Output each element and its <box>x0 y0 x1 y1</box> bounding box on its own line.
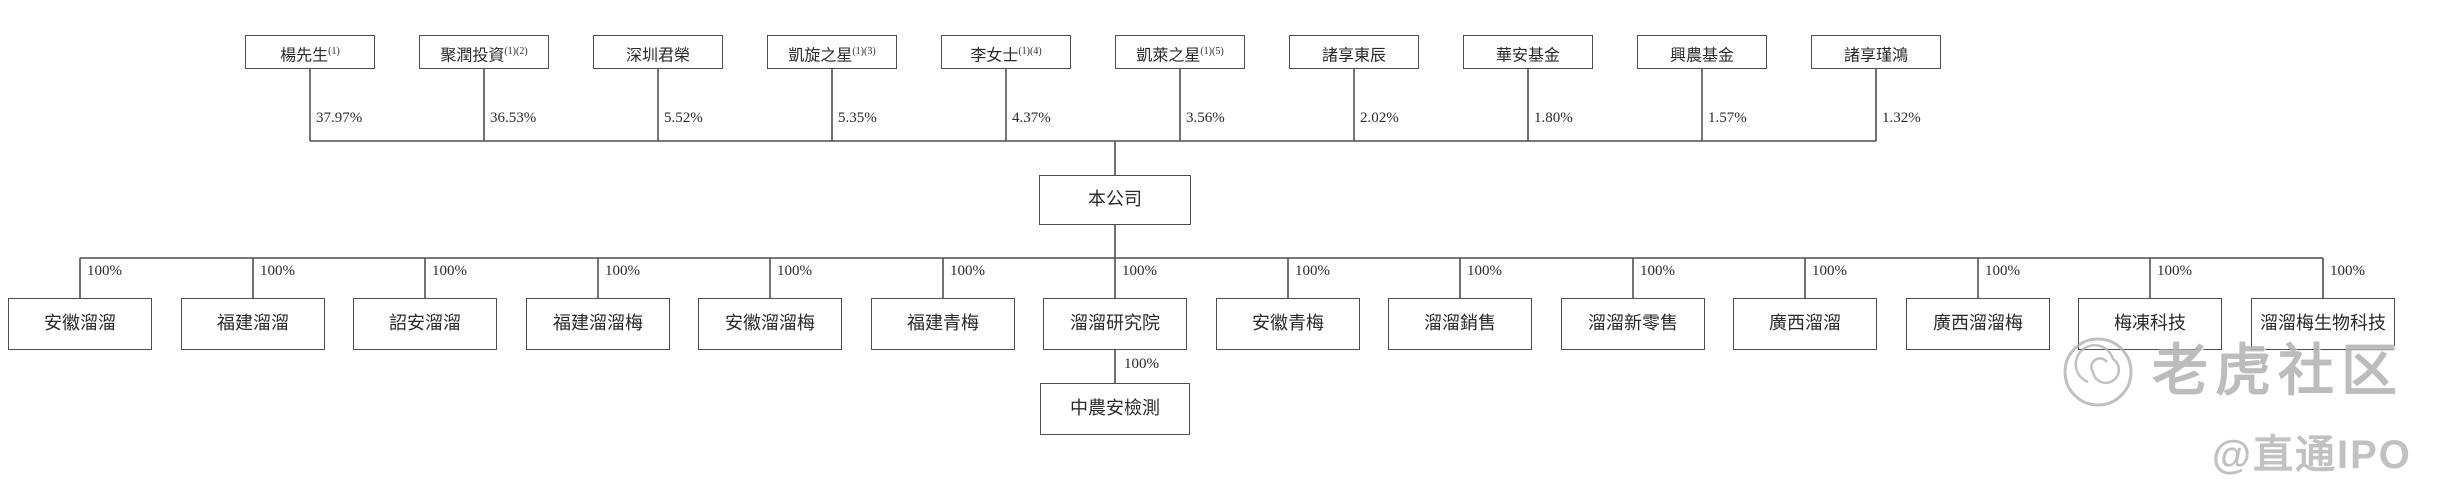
ownership-percent: 100% <box>1122 263 1157 279</box>
ownership-percent: 100% <box>432 263 467 279</box>
subsidiary-name: 廣西溜溜梅 <box>1933 313 2023 333</box>
subsidiary-box: 福建青梅 <box>871 298 1015 350</box>
ownership-percent: 100% <box>1295 263 1330 279</box>
subsidiary-name: 溜溜銷售 <box>1424 313 1496 333</box>
footnote-marker: (1)(2) <box>504 46 528 57</box>
ownership-percent: 3.56% <box>1186 110 1225 126</box>
subsidiary-box: 溜溜梅生物科技 <box>2251 298 2395 350</box>
subsidiary-name: 安徽溜溜 <box>44 313 116 333</box>
shareholder-name: 楊先生 <box>280 47 329 65</box>
ownership-percent: 100% <box>1640 263 1675 279</box>
subsidiary-name: 梅凍科技 <box>2114 313 2186 333</box>
subsidiary-box: 安徽青梅 <box>1216 298 1360 350</box>
shareholder-name: 深圳君榮 <box>625 47 690 65</box>
footnote-marker: (1)(4) <box>1018 46 1042 57</box>
subsidiary-box: 溜溜銷售 <box>1388 298 1532 350</box>
shareholder-name: 興農基金 <box>1669 47 1734 65</box>
shareholder-name: 華安基金 <box>1495 47 1560 65</box>
subsidiary-name: 福建溜溜梅 <box>553 313 643 333</box>
bottom-connectors <box>79 225 2324 383</box>
subsidiary-box: 廣西溜溜 <box>1733 298 1877 350</box>
subsidiary-box: 梅凍科技 <box>2078 298 2222 350</box>
ownership-percent: 1.57% <box>1708 110 1747 126</box>
subsidiary-name: 溜溜新零售 <box>1588 313 1678 333</box>
subsidiary-box: 福建溜溜梅 <box>526 298 670 350</box>
subsidiary-box: 廣西溜溜梅 <box>1906 298 2050 350</box>
subsidiary-name: 溜溜梅生物科技 <box>2260 313 2386 333</box>
shareholder-box-junrong: 深圳君榮 <box>593 35 723 69</box>
footnote-marker: (1)(5) <box>1200 46 1224 57</box>
subsidiary-name: 詔安溜溜 <box>389 313 461 333</box>
subsidiary-box: 福建溜溜 <box>181 298 325 350</box>
ownership-percent: 100% <box>950 263 985 279</box>
ownership-percent: 100% <box>2330 263 2365 279</box>
shareholder-box-xingnong: 興農基金 <box>1637 35 1767 69</box>
shareholder-name: 李女士 <box>970 47 1019 65</box>
watermark-author-handle: @直通IPO <box>2212 433 2412 477</box>
ownership-percent: 100% <box>1812 263 1847 279</box>
ownership-percent: 2.02% <box>1360 110 1399 126</box>
company-box: 本公司 <box>1039 175 1191 225</box>
shareholder-box-kaixuan: 凱旋之星(1)(3) <box>767 35 897 69</box>
ownership-percent: 100% <box>260 263 295 279</box>
subsidiary-box: 詔安溜溜 <box>353 298 497 350</box>
watermark-community-label: 老虎社区 <box>2152 339 2404 402</box>
shareholder-name: 凱萊之星 <box>1136 47 1201 65</box>
ownership-percent: 5.52% <box>664 110 703 126</box>
subsidiary-box: 安徽溜溜梅 <box>698 298 842 350</box>
ownership-percent: 100% <box>1124 356 1159 372</box>
top-connectors <box>309 69 1877 175</box>
shareholder-box-dongchen: 諸享東辰 <box>1289 35 1419 69</box>
ownership-percent: 36.53% <box>490 110 537 126</box>
subsidiary-name: 福建溜溜 <box>217 313 289 333</box>
footnote-marker: (1)(3) <box>852 46 876 57</box>
ownership-percent: 100% <box>1467 263 1502 279</box>
sub-subsidiary-name: 中農安檢測 <box>1070 398 1160 418</box>
sub-subsidiary-box: 中農安檢測 <box>1040 383 1190 435</box>
shareholder-box-kailai: 凱萊之星(1)(5) <box>1115 35 1245 69</box>
ownership-percent: 4.37% <box>1012 110 1051 126</box>
subsidiary-name: 廣西溜溜 <box>1769 313 1841 333</box>
shareholder-name: 諸享瑾鴻 <box>1843 47 1908 65</box>
shareholder-box-li: 李女士(1)(4) <box>941 35 1071 69</box>
shareholder-name: 聚潤投資 <box>440 47 505 65</box>
subsidiary-box: 溜溜研究院 <box>1043 298 1187 350</box>
ownership-percent: 100% <box>2157 263 2192 279</box>
shareholder-box-huaan: 華安基金 <box>1463 35 1593 69</box>
ownership-percent: 5.35% <box>838 110 877 126</box>
ownership-percent: 1.80% <box>1534 110 1573 126</box>
shareholder-box-yang: 楊先生(1) <box>245 35 375 69</box>
shareholder-name: 凱旋之星 <box>788 47 853 65</box>
ownership-percent: 100% <box>777 263 812 279</box>
shareholder-box-jinhong: 諸享瑾鴻 <box>1811 35 1941 69</box>
subsidiary-name: 安徽溜溜梅 <box>725 313 815 333</box>
shareholder-name: 諸享東辰 <box>1321 47 1386 65</box>
ownership-percent: 37.97% <box>316 110 363 126</box>
ownership-percent: 100% <box>87 263 122 279</box>
subsidiary-name: 溜溜研究院 <box>1070 313 1160 333</box>
subsidiary-name: 安徽青梅 <box>1252 313 1324 333</box>
subsidiary-box: 溜溜新零售 <box>1561 298 1705 350</box>
subsidiary-box: 安徽溜溜 <box>8 298 152 350</box>
subsidiary-name: 福建青梅 <box>907 313 979 333</box>
ownership-percent: 100% <box>1985 263 2020 279</box>
company-name: 本公司 <box>1088 189 1142 209</box>
ownership-percent: 1.32% <box>1882 110 1921 126</box>
footnote-marker: (1) <box>328 46 340 57</box>
ownership-percent: 100% <box>605 263 640 279</box>
shareholder-box-jurun: 聚潤投資(1)(2) <box>419 35 549 69</box>
